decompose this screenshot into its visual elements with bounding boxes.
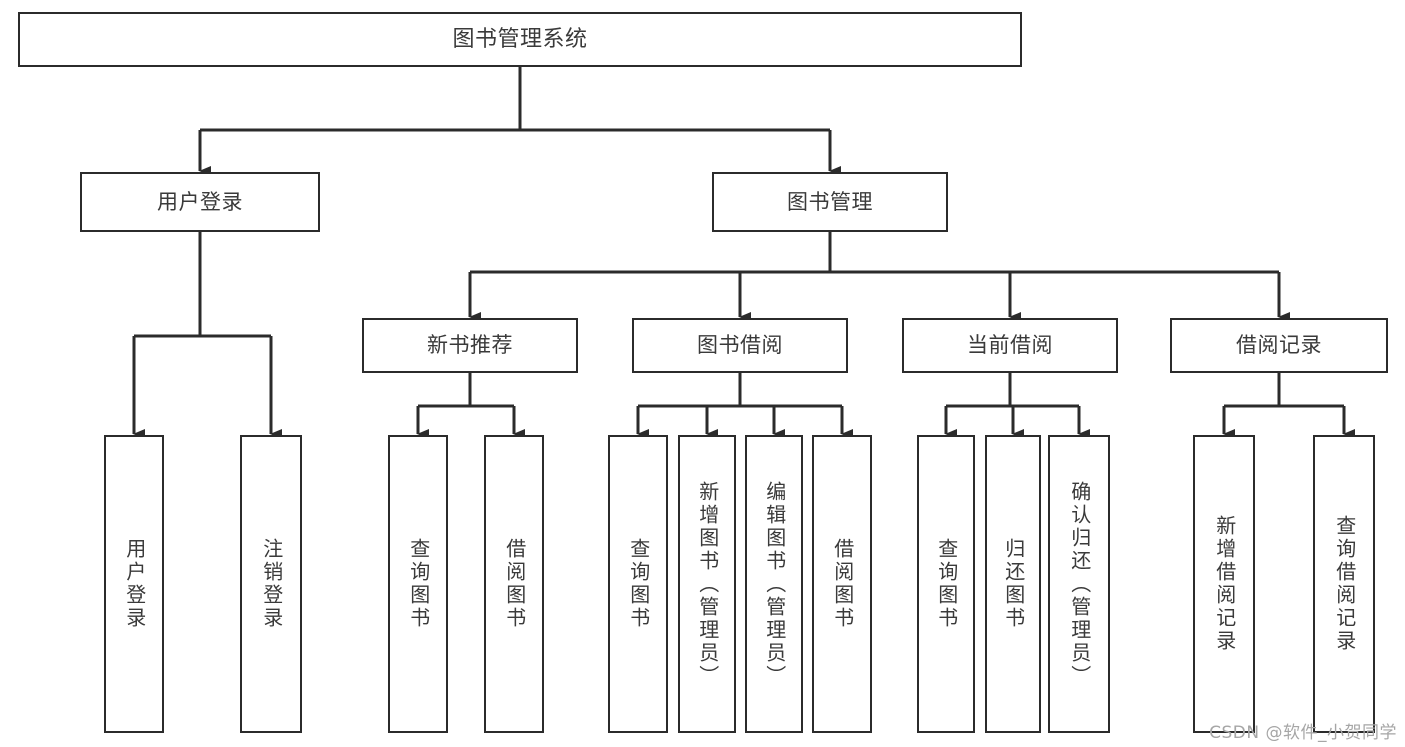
node-leaf-user-logout-label: 注销登录 — [259, 538, 284, 630]
node-leaf-borrow-book-2[interactable]: 借阅图书 — [812, 435, 872, 733]
node-book-manage[interactable]: 图书管理 — [712, 172, 948, 232]
node-current-borrow[interactable]: 当前借阅 — [902, 318, 1118, 373]
node-leaf-add-book[interactable]: 新增图书（管理员） — [678, 435, 736, 733]
node-user-login[interactable]: 用户登录 — [80, 172, 320, 232]
watermark-text: CSDN @软件_小贺同学 — [1209, 723, 1397, 743]
node-leaf-query-book-2-label: 查询图书 — [626, 538, 651, 630]
node-leaf-borrow-book-1-label: 借阅图书 — [502, 538, 527, 630]
node-borrow-record[interactable]: 借阅记录 — [1170, 318, 1388, 373]
node-leaf-borrow-book-1[interactable]: 借阅图书 — [484, 435, 544, 733]
node-leaf-query-book-1[interactable]: 查询图书 — [388, 435, 448, 733]
node-leaf-borrow-book-2-label: 借阅图书 — [830, 538, 855, 630]
node-leaf-add-book-label: 新增图书（管理员） — [695, 480, 720, 688]
node-leaf-query-book-3[interactable]: 查询图书 — [917, 435, 975, 733]
node-root[interactable]: 图书管理系统 — [18, 12, 1022, 67]
node-current-borrow-label: 当前借阅 — [967, 333, 1053, 358]
node-leaf-add-borrow-record[interactable]: 新增借阅记录 — [1193, 435, 1255, 733]
node-leaf-edit-book[interactable]: 编辑图书（管理员） — [745, 435, 803, 733]
node-new-book-recommend[interactable]: 新书推荐 — [362, 318, 578, 373]
node-book-borrow-label: 图书借阅 — [697, 333, 783, 358]
node-root-label: 图书管理系统 — [452, 26, 588, 52]
node-leaf-edit-book-label: 编辑图书（管理员） — [762, 480, 787, 688]
node-leaf-user-login-label: 用户登录 — [122, 538, 147, 630]
node-leaf-query-borrow-record[interactable]: 查询借阅记录 — [1313, 435, 1375, 733]
node-leaf-add-borrow-record-label: 新增借阅记录 — [1212, 515, 1237, 653]
node-leaf-user-logout[interactable]: 注销登录 — [240, 435, 302, 733]
node-leaf-query-borrow-record-label: 查询借阅记录 — [1332, 515, 1357, 653]
node-new-book-recommend-label: 新书推荐 — [427, 333, 513, 358]
node-leaf-confirm-return[interactable]: 确认归还（管理员） — [1048, 435, 1110, 733]
node-leaf-query-book-1-label: 查询图书 — [406, 538, 431, 630]
node-leaf-user-login[interactable]: 用户登录 — [104, 435, 164, 733]
node-leaf-query-book-3-label: 查询图书 — [934, 538, 959, 630]
node-borrow-record-label: 借阅记录 — [1236, 333, 1322, 358]
node-book-borrow[interactable]: 图书借阅 — [632, 318, 848, 373]
node-user-login-label: 用户登录 — [157, 189, 243, 214]
node-leaf-return-book[interactable]: 归还图书 — [985, 435, 1041, 733]
node-leaf-return-book-label: 归还图书 — [1001, 538, 1026, 630]
node-leaf-query-book-2[interactable]: 查询图书 — [608, 435, 668, 733]
node-leaf-confirm-return-label: 确认归还（管理员） — [1067, 480, 1092, 688]
node-book-manage-label: 图书管理 — [787, 189, 873, 214]
